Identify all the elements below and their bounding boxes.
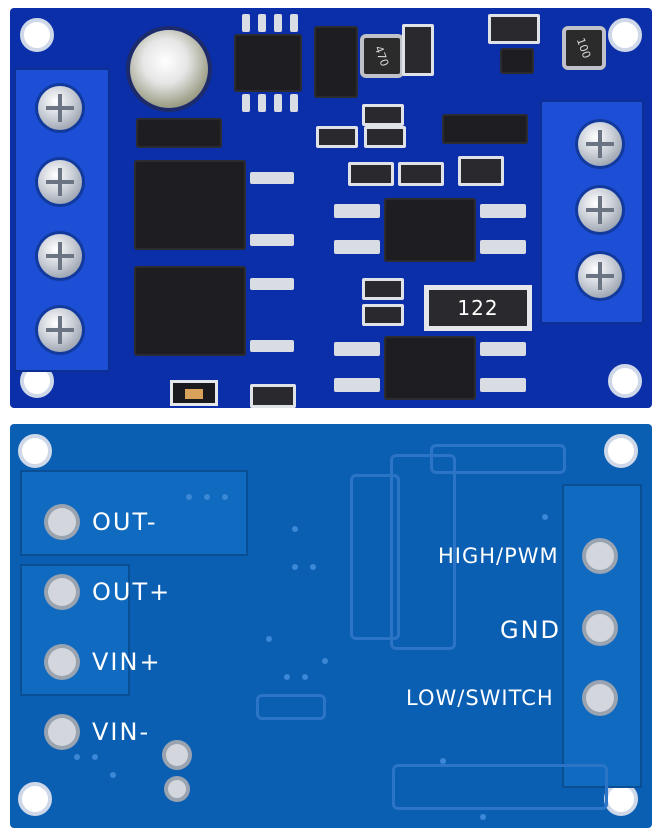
mounting-hole-top-right — [604, 434, 638, 468]
smd-resistor — [364, 126, 406, 148]
smd-resistor — [250, 384, 296, 408]
smd-diode — [136, 118, 222, 148]
smd-capacitor — [402, 24, 434, 76]
label-out-minus: OUT- — [92, 508, 158, 536]
smd-resistor — [398, 162, 444, 186]
pcb-trace — [430, 444, 566, 474]
screw-icon — [578, 254, 622, 298]
smd-resistor — [316, 126, 358, 148]
label-vin-plus: VIN+ — [92, 648, 162, 676]
pcb-bottom-view: OUT- OUT+ VIN+ VIN- HIGH/PWM GND LOW/SWI… — [10, 424, 652, 828]
shunt-resistor-label: 122 — [424, 285, 532, 331]
label-gnd: GND — [500, 616, 562, 644]
pcb-trace — [350, 474, 400, 640]
pad-out-plus — [48, 578, 76, 606]
screw-icon — [38, 160, 82, 204]
pad-out-minus — [48, 508, 76, 536]
pad-vin-plus — [48, 648, 76, 676]
smd-resistor — [362, 104, 404, 126]
mosfet-lower — [134, 266, 246, 356]
pcb-trace — [390, 454, 456, 650]
screw-icon — [38, 234, 82, 278]
smd-resistor — [348, 162, 394, 186]
smd-diode — [442, 114, 528, 144]
pcb-trace — [392, 764, 608, 810]
optocoupler-upper — [384, 198, 476, 262]
optocoupler-lower — [384, 336, 476, 400]
pad-gnd — [586, 614, 614, 642]
pad-high-pwm — [586, 542, 614, 570]
label-low-switch: LOW/SWITCH — [406, 686, 554, 710]
mounting-hole-bottom-right — [608, 364, 642, 398]
label-out-plus: OUT+ — [92, 578, 172, 606]
inductor-marking: 100 — [574, 35, 594, 61]
soic-ic — [234, 34, 302, 92]
smd-capacitor — [488, 14, 540, 44]
screw-icon — [38, 86, 82, 130]
pad-low-switch — [586, 684, 614, 712]
smd-capacitor — [458, 156, 504, 186]
copper-pour-left — [20, 564, 130, 696]
mounting-hole-top-right — [608, 18, 642, 52]
pcb-trace — [256, 694, 326, 720]
screw-icon — [38, 308, 82, 352]
smd-resistor — [362, 278, 404, 300]
screw-icon — [578, 122, 622, 166]
left-screw-terminal — [14, 68, 110, 372]
label-vin-minus: VIN- — [92, 718, 151, 746]
smd-diode — [314, 26, 358, 98]
mounting-hole-top-left — [20, 18, 54, 52]
mounting-hole-top-left — [18, 434, 52, 468]
inductor-100: 100 — [562, 26, 606, 70]
screw-icon — [578, 188, 622, 232]
sot23-transistor — [500, 48, 534, 74]
pad-vin-minus — [48, 718, 76, 746]
inductor-470: 470 — [360, 34, 404, 78]
mounting-hole-bottom-left — [18, 782, 52, 816]
right-screw-terminal — [540, 100, 644, 324]
mosfet-upper — [134, 160, 246, 250]
label-high-pwm: HIGH/PWM — [438, 544, 559, 568]
pad-extra — [166, 744, 188, 766]
pcb-top-view: 470 100 122 — [10, 8, 652, 408]
pad-extra — [168, 780, 186, 798]
smd-resistor — [362, 304, 404, 326]
electrolytic-capacitor — [130, 30, 208, 108]
status-led — [170, 380, 218, 406]
